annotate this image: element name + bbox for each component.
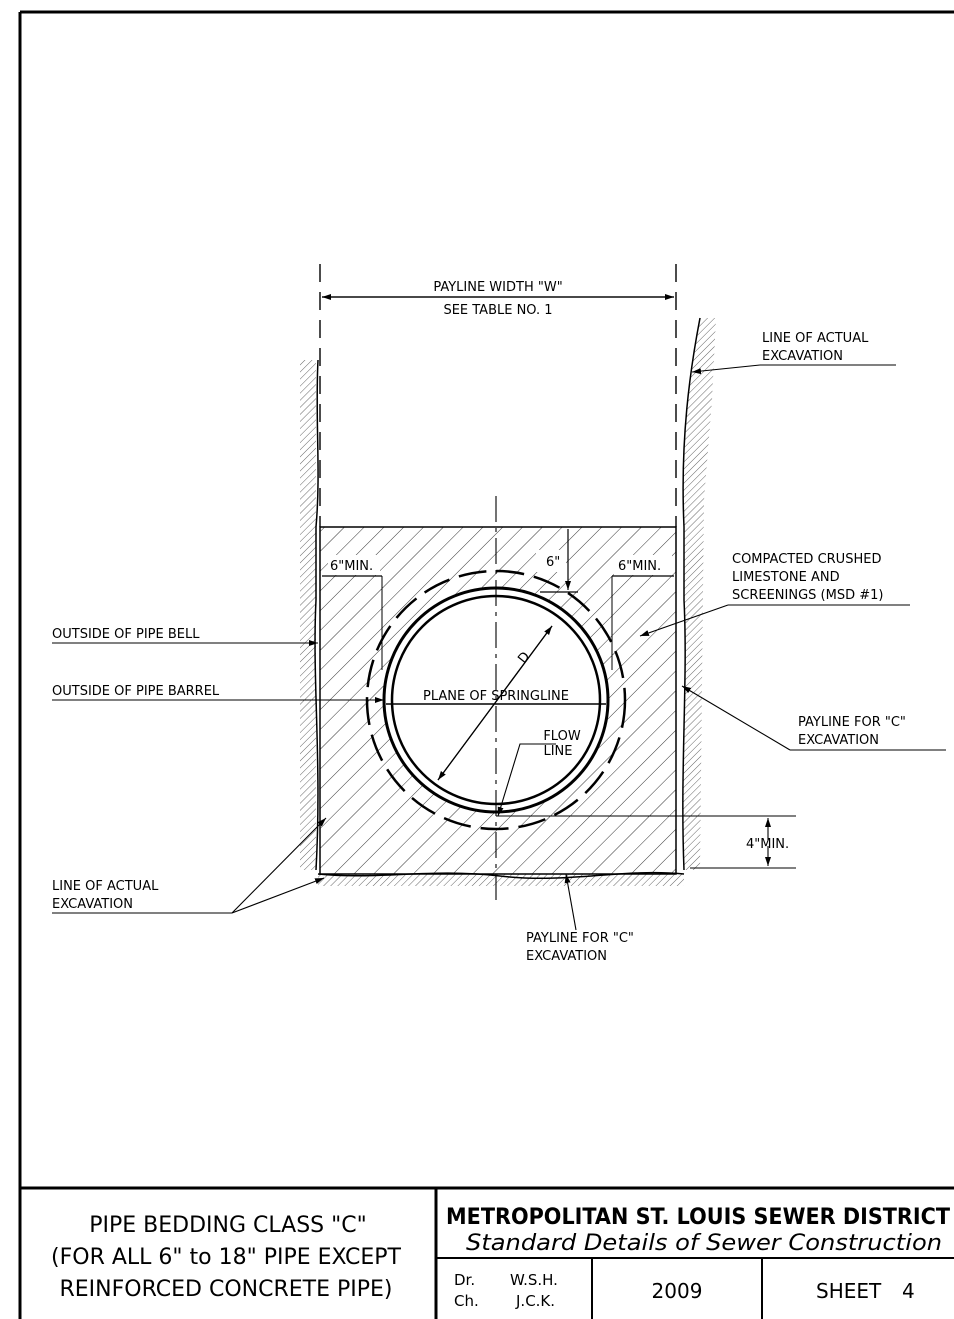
payline-right-label-1: PAYLINE FOR "C": [798, 715, 906, 730]
sheet-border: [18, 10, 954, 1319]
detail-title-line-1: PIPE BEDDING CLASS "C": [89, 1213, 366, 1238]
trench-right-wall: [682, 317, 716, 871]
actual-excavation-top-label-1: LINE OF ACTUAL: [762, 331, 869, 346]
min-clearance-left: [322, 575, 383, 670]
sheet-number: 4: [902, 1279, 915, 1303]
compacted-label-2: LIMESTONE AND: [732, 570, 840, 585]
detail-title-line-2: (FOR ALL 6" to 18" PIPE EXCEPT: [51, 1245, 401, 1270]
detail-title-line-3: REINFORCED CONCRETE PIPE): [59, 1277, 392, 1302]
standard-details-subtitle: Standard Details of Sewer Construction: [466, 1231, 942, 1256]
compacted-label-3: SCREENINGS (MSD #1): [732, 588, 883, 603]
see-table-label: SEE TABLE NO. 1: [443, 303, 552, 318]
sheet-label: SHEET: [816, 1279, 882, 1303]
outside-barrel-label: OUTSIDE OF PIPE BARREL: [52, 684, 220, 699]
min-depth-label: 4"MIN.: [746, 837, 789, 852]
flow-line-label-1: FLOW: [543, 729, 580, 744]
springline-label: PLANE OF SPRINGLINE: [423, 689, 569, 704]
actual-excavation-bottom-label-1: LINE OF ACTUAL: [52, 879, 159, 894]
min-depth-dimension: [496, 815, 796, 869]
payline-width-label: PAYLINE WIDTH "W": [433, 280, 562, 295]
min-clearance-left-label: 6"MIN.: [330, 559, 373, 574]
payline-right-label-2: EXCAVATION: [798, 733, 879, 748]
cover-dimension: [540, 529, 578, 593]
actual-excavation-top-label-2: EXCAVATION: [762, 349, 843, 364]
min-clearance-right: [611, 575, 674, 670]
leaders: [52, 364, 946, 931]
min-clearance-right-label: 6"MIN.: [618, 559, 661, 574]
flow-line-label-2: LINE: [543, 744, 572, 759]
cover-label: 6": [546, 555, 560, 570]
title-block: [20, 1186, 954, 1319]
organization-name: METROPOLITAN ST. LOUIS SEWER DISTRICT: [446, 1205, 950, 1230]
payline-bottom-label-2: EXCAVATION: [526, 949, 607, 964]
drawn-by: W.S.H.: [510, 1271, 558, 1289]
checked-by: J.C.K.: [515, 1292, 555, 1310]
outside-bell-label: OUTSIDE OF PIPE BELL: [52, 627, 200, 642]
payline-width-limits: [319, 264, 677, 527]
actual-excavation-bottom-label-2: EXCAVATION: [52, 897, 133, 912]
payline-bottom-label-1: PAYLINE FOR "C": [526, 931, 634, 946]
trench-left-wall: [300, 359, 319, 871]
compacted-label-1: COMPACTED CRUSHED: [732, 552, 881, 567]
drawn-label: Dr.: [454, 1271, 475, 1289]
checked-label: Ch.: [454, 1292, 479, 1310]
issue-year: 2009: [652, 1279, 703, 1303]
